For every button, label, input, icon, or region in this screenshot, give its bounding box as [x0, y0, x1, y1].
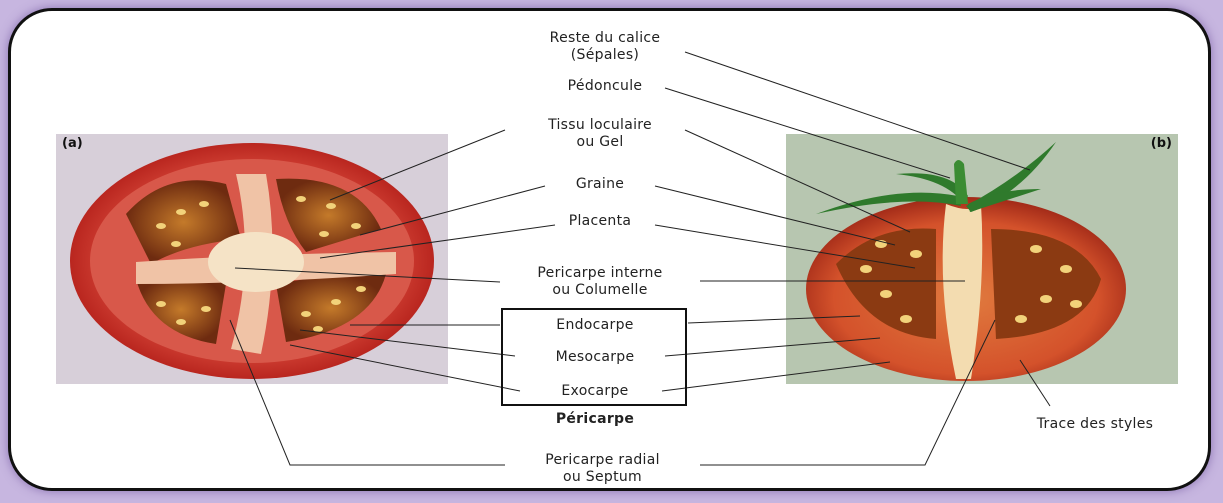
- label-tissu-loculaire: Tissu loculaire ou Gel: [510, 117, 690, 151]
- label-placenta: Placenta: [545, 213, 655, 230]
- label-line: Pericarpe interne: [500, 265, 700, 282]
- label-line: (Sépales): [520, 47, 690, 64]
- label-line: ou Septum: [505, 469, 700, 486]
- label-line: Tissu loculaire: [510, 117, 690, 134]
- label-line: ou Gel: [510, 134, 690, 151]
- label-trace-des-styles: Trace des styles: [1010, 416, 1180, 433]
- label-mesocarpe: Mesocarpe: [525, 349, 665, 366]
- label-pedoncule: Pédoncule: [545, 78, 665, 95]
- label-pericarpe-interne: Pericarpe interne ou Columelle: [500, 265, 700, 299]
- label-reste-du-calice: Reste du calice (Sépales): [520, 30, 690, 64]
- label-endocarpe: Endocarpe: [530, 317, 660, 334]
- label-line: Reste du calice: [520, 30, 690, 47]
- label-line: Pericarpe radial: [505, 452, 700, 469]
- label-line: ou Columelle: [500, 282, 700, 299]
- label-pericarpe-radial: Pericarpe radial ou Septum: [505, 452, 700, 486]
- label-exocarpe: Exocarpe: [530, 383, 660, 400]
- label-pericarpe: Péricarpe: [525, 411, 665, 428]
- label-graine: Graine: [545, 176, 655, 193]
